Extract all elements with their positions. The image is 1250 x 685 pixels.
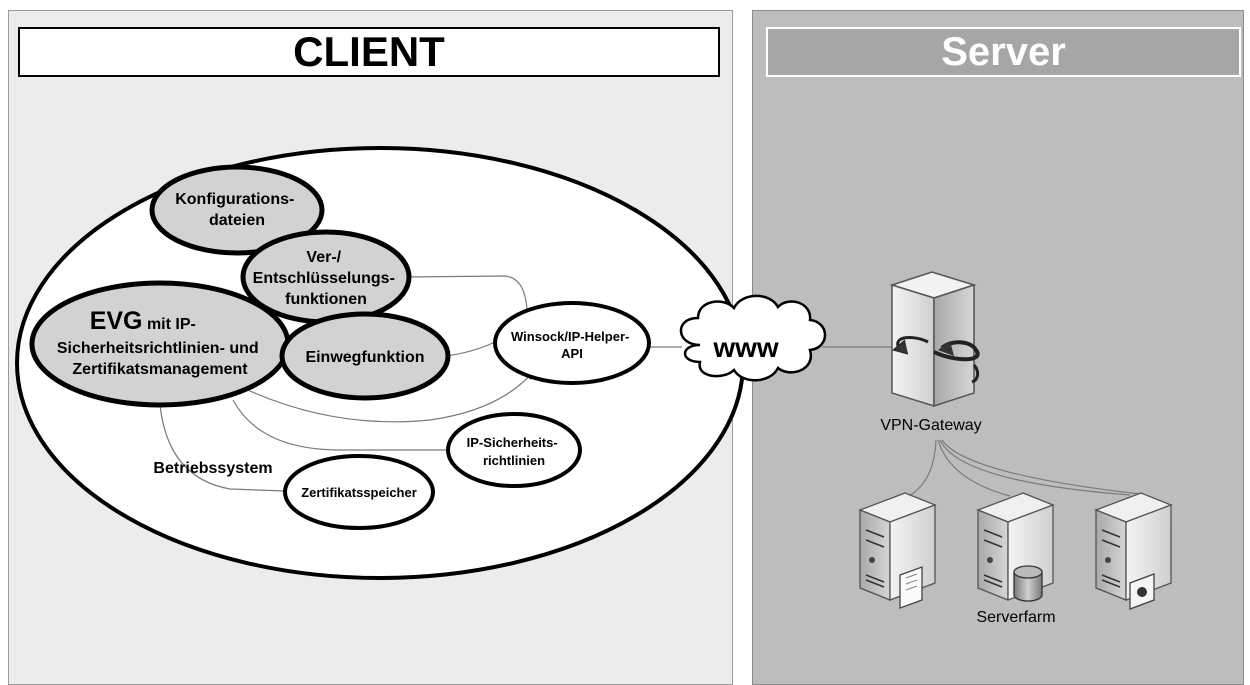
zert-label: Zertifikatsspeicher — [301, 485, 417, 500]
crypto-label: Ver-/ Entschlüsselungs- funktionen — [253, 249, 400, 308]
einweg-label: Einwegfunktion — [305, 349, 424, 366]
betriebssystem-label: Betriebssystem — [153, 460, 272, 477]
connector-evg-winsock — [236, 371, 534, 423]
cloud-icon — [679, 294, 827, 382]
client-connectors — [159, 275, 682, 492]
zert-node — [283, 454, 435, 530]
server-database-icon — [976, 492, 1055, 602]
connector-crypto-winsock — [404, 275, 528, 311]
einweg-node — [279, 311, 451, 401]
konfig-node — [149, 164, 325, 256]
vpn-gateway-icon — [889, 271, 980, 408]
connector-evg-iprules — [232, 399, 450, 451]
www-label: www — [712, 332, 779, 363]
server-title: Server — [766, 27, 1241, 77]
serverfarm-label: Serverfarm — [976, 609, 1055, 626]
serverfarm-connectors — [899, 439, 1141, 501]
iprules-node — [446, 412, 582, 488]
winsock-label: Winsock/IP-Helper- API — [511, 329, 633, 361]
server-document-icon — [858, 492, 937, 609]
iprules-label: IP-Sicherheits- richtlinien — [467, 435, 562, 468]
evg-label: EVG mit IP- Sicherheitsrichtlinien- und … — [57, 307, 263, 378]
server-certificate-icon — [1094, 492, 1173, 610]
konfig-label: Konfigurations- dateien — [175, 191, 299, 229]
client-title: CLIENT — [18, 27, 720, 77]
winsock-node — [493, 301, 651, 385]
vpn-gateway-label: VPN-Gateway — [880, 417, 981, 434]
connector-evg-zert — [159, 404, 287, 492]
